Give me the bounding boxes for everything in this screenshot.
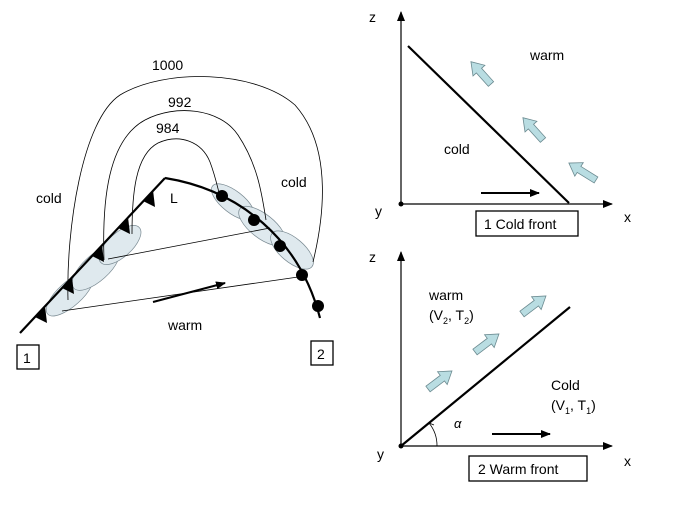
y-label: y — [375, 203, 382, 219]
cold-variables: (V1, T1) — [551, 397, 596, 416]
warm-front-line — [164, 176, 322, 319]
isobar-992 — [103, 110, 267, 261]
warm-variables: (V2, T2) — [429, 307, 474, 326]
warm-front-panel: z x y α warm (V2, T2) Cold (V1, T1) 2 Wa… — [369, 249, 631, 482]
x-label: x — [624, 453, 631, 469]
cold-right-label: cold — [281, 174, 307, 190]
caption-box: 1 Cold front — [475, 210, 579, 237]
cold-left-label: cold — [36, 190, 62, 206]
angle-arc — [428, 422, 438, 447]
caption-box: 2 Warm front — [468, 455, 588, 482]
section-line-1 — [107, 227, 271, 260]
warm-label: warm — [167, 317, 202, 333]
svg-text:1: 1 — [23, 350, 31, 366]
warm-label: warm — [529, 47, 564, 63]
cold-front-triangles — [35, 190, 155, 323]
isobar-label-984: 984 — [156, 120, 180, 136]
cloud-band-cold-front — [45, 225, 142, 317]
surface-map: 1000 992 984 L cold cold warm 1 2 — [16, 57, 334, 370]
z-label: z — [369, 249, 376, 265]
x-label: x — [624, 209, 631, 225]
svg-text:1 Cold front: 1 Cold front — [484, 216, 556, 232]
z-label: z — [369, 9, 376, 25]
frontal-surface — [407, 45, 570, 204]
isobar-label-1000: 1000 — [152, 57, 183, 73]
section-box-2: 2 — [310, 340, 334, 366]
motion-arrow — [152, 281, 226, 303]
ascending-warm-arrows — [470, 61, 599, 184]
cold-front-panel: z x y warm cold 1 Cold front — [369, 9, 631, 237]
svg-text:2 Warm front: 2 Warm front — [478, 461, 558, 477]
low-label: L — [170, 190, 178, 206]
cold-label: cold — [444, 141, 470, 157]
angle-label: α — [454, 416, 462, 431]
isobar-label-992: 992 — [168, 94, 192, 110]
cold-label: Cold — [551, 377, 580, 393]
y-label: y — [377, 446, 384, 462]
isobar-1000 — [67, 76, 323, 301]
warm-front-semicircles — [216, 190, 324, 312]
warm-label: warm — [428, 287, 463, 303]
svg-text:2: 2 — [317, 346, 325, 362]
isobar-984 — [131, 138, 221, 235]
section-box-1: 1 — [16, 344, 40, 370]
ascending-warm-arrows — [425, 295, 547, 393]
